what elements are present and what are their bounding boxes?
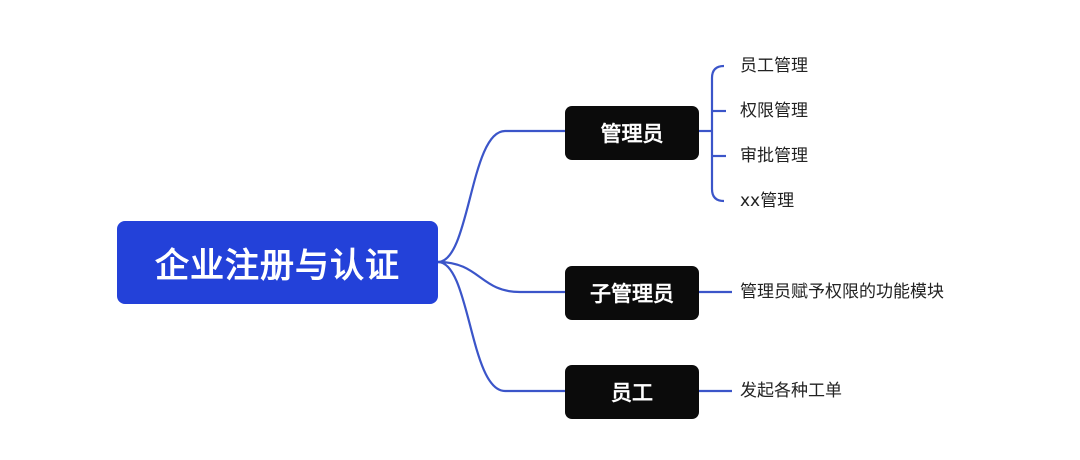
branch-node-subadmin[interactable]: 子管理员 — [565, 266, 699, 320]
connector-root-to-subadmin — [437, 260, 565, 294]
root-node[interactable]: 企业注册与认证 — [117, 221, 438, 304]
leaf-permission-management[interactable]: 权限管理 — [740, 101, 808, 121]
branch-node-admin-label: 管理员 — [600, 122, 664, 146]
branch-node-employee[interactable]: 员工 — [565, 365, 699, 419]
branch-node-employee-label: 员工 — [611, 381, 653, 405]
leaf-subadmin-modules[interactable]: 管理员赋予权限的功能模块 — [740, 282, 944, 302]
leaf-xx-management[interactable]: xx管理 — [740, 191, 795, 211]
connector-root-to-admin — [437, 129, 565, 264]
connector-root-to-employee — [437, 260, 565, 393]
leaf-employee-management[interactable]: 员工管理 — [740, 56, 808, 76]
leaf-employee-tickets[interactable]: 发起各种工单 — [740, 381, 842, 401]
branch-node-subadmin-label: 子管理员 — [590, 282, 674, 306]
connector-admin-bracket — [710, 64, 725, 203]
leaf-approval-management[interactable]: 审批管理 — [740, 146, 808, 166]
branch-node-admin[interactable]: 管理员 — [565, 106, 699, 160]
root-node-label: 企业注册与认证 — [155, 246, 400, 286]
